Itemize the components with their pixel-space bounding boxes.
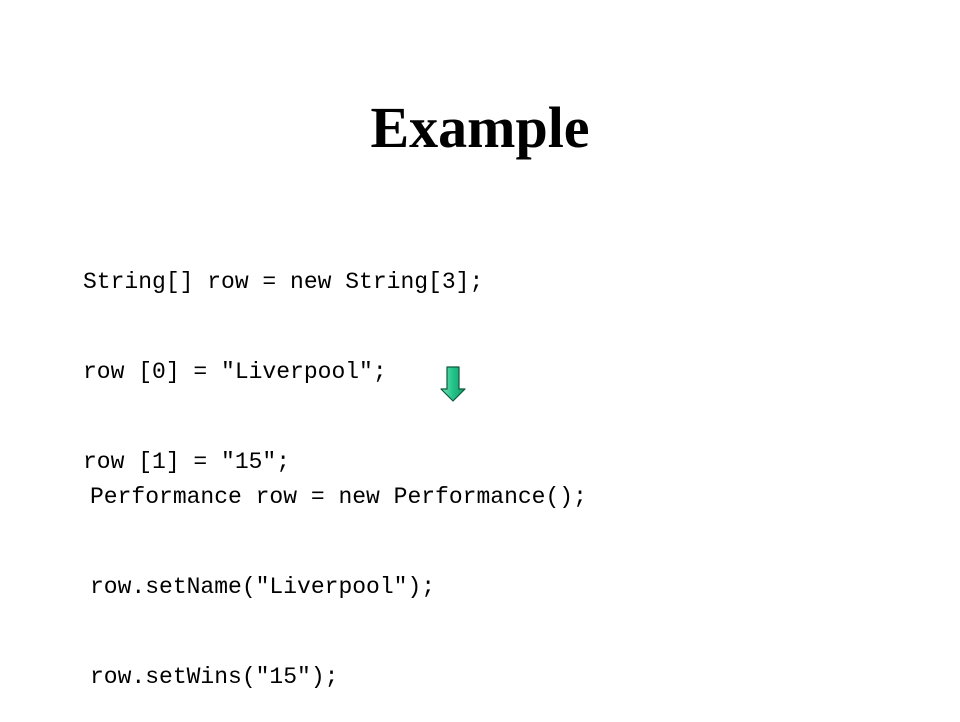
code-block-object: Performance row = new Performance(); row…	[90, 426, 587, 722]
slide-title: Example	[370, 95, 590, 160]
code-line: row [0] = "Liverpool";	[83, 359, 387, 385]
code-line: Performance row = new Performance();	[90, 484, 587, 510]
code-line: row [1] = "15";	[83, 449, 291, 475]
code-line: String[] row = new String[3];	[83, 269, 484, 295]
arrow-down-icon	[440, 366, 466, 402]
code-line: row.setName("Liverpool");	[90, 574, 436, 600]
code-block-array: String[] row = new String[3]; row [0] = …	[83, 211, 483, 507]
code-line: row.setWins("15");	[90, 664, 339, 690]
